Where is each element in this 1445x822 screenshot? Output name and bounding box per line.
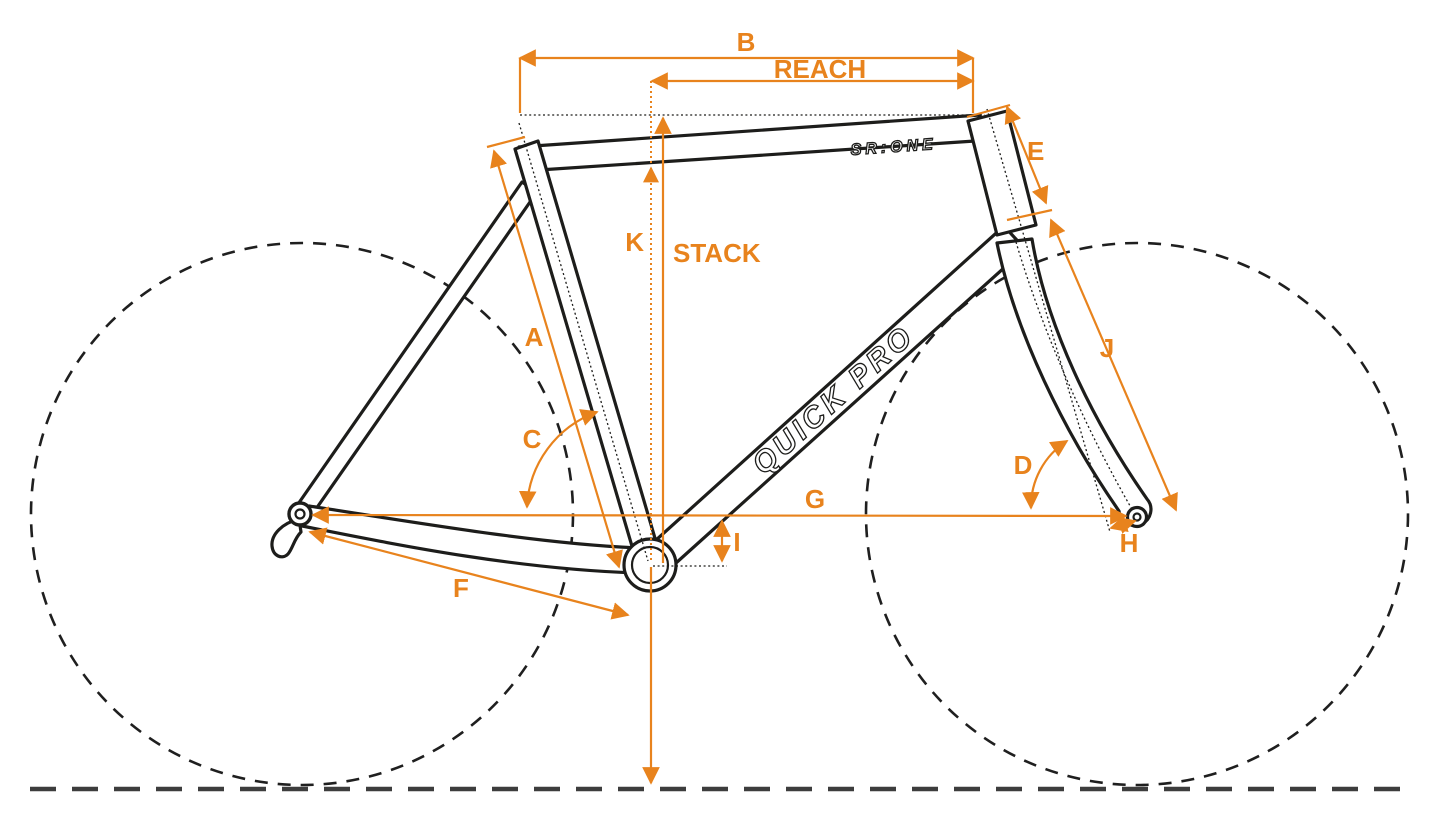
h-label: H <box>1120 528 1139 558</box>
dimension-b: B <box>518 27 975 113</box>
d-angle-arc <box>1021 440 1069 510</box>
dimension-d: D <box>1014 440 1069 510</box>
a-label: A <box>525 322 544 352</box>
e-dimension-line <box>1004 105 1049 205</box>
b-label: B <box>737 27 756 57</box>
reach-label: REACH <box>774 54 866 84</box>
dimension-i: I <box>713 519 741 563</box>
fork-blade <box>995 237 1153 528</box>
c-label: C <box>523 424 542 454</box>
j-label: J <box>1100 333 1114 363</box>
dimension-stack: STACK <box>654 116 761 563</box>
dimension-h: H <box>1109 515 1139 558</box>
e-cap-top <box>966 103 1011 119</box>
rear-axle-center <box>294 508 306 520</box>
g-dimension-line <box>311 506 1128 525</box>
dimension-j: J <box>1006 208 1178 512</box>
dimension-c: C <box>518 409 599 509</box>
d-label: D <box>1014 450 1033 480</box>
f-label: F <box>453 573 469 603</box>
dimension-k: K <box>625 81 659 563</box>
dimension-e: E <box>966 103 1049 205</box>
seat-tube <box>513 139 664 572</box>
j-cap-top <box>1006 208 1053 222</box>
dimension-g: G <box>311 484 1128 525</box>
i-label: I <box>733 527 740 557</box>
k-label: K <box>625 227 644 257</box>
stack-label: STACK <box>673 238 761 268</box>
j-dimension-line <box>1049 218 1178 512</box>
a-cap-line <box>486 135 526 149</box>
h-dimension-line <box>1109 515 1137 534</box>
down-tube-logo: QUICK PRO <box>746 319 921 481</box>
reference-axes <box>518 108 1134 567</box>
g-label: G <box>805 484 825 514</box>
seat-stay <box>294 180 539 521</box>
dimension-f: F <box>308 527 630 620</box>
f-dimension-line <box>308 527 630 620</box>
front-axle-center <box>1132 512 1142 522</box>
c-angle-arc <box>518 409 599 509</box>
bike-frame <box>270 109 1153 593</box>
e-label: E <box>1027 136 1044 166</box>
dimension-reach: REACH <box>650 54 975 90</box>
derailleur-hanger <box>270 517 303 559</box>
frame-logos: QUICK PRO SR:ONE <box>745 135 938 481</box>
